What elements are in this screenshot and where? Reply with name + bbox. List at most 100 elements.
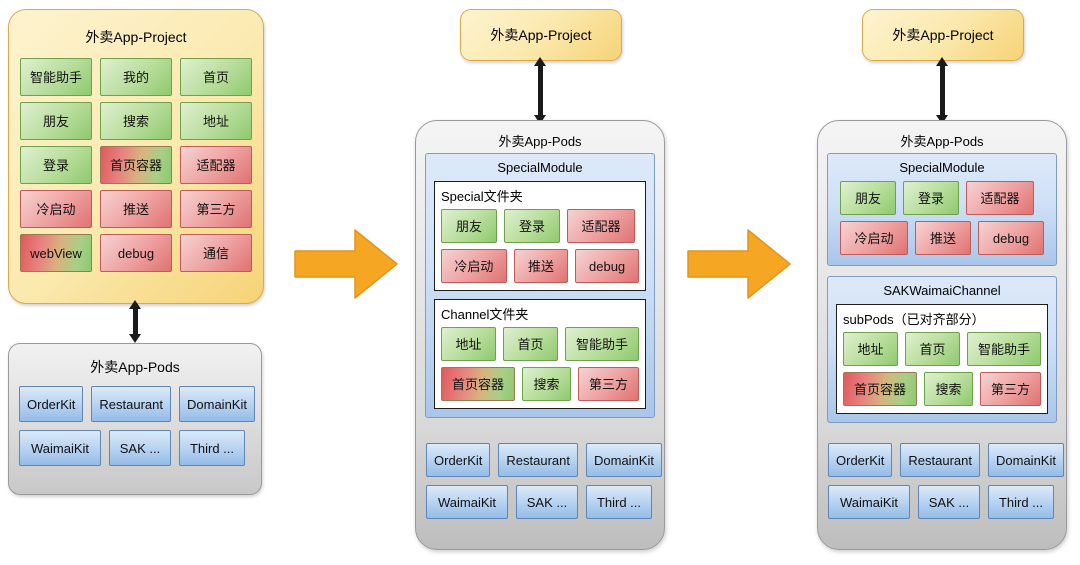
stage1-connector-arrow-down (129, 334, 141, 343)
module-tile: debug (575, 249, 640, 283)
module-tile: 搜索 (924, 372, 973, 406)
stage3-folder-tile-row: 地址首页智能助手 (843, 332, 1041, 366)
pod-tile: DomainKit (179, 386, 255, 422)
stage3-module-title: SAKWaimaiChannel (883, 283, 1001, 298)
stage3-module: SAKWaimaiChannel subPods（已对齐部分） 地址首页智能助手首页… (827, 276, 1057, 423)
pod-tile: WaimaiKit (19, 430, 101, 466)
stage2-project-pill: 外卖App-Project (460, 9, 622, 61)
stage3-folder-title: subPods（已对齐部分） (843, 312, 985, 327)
stage3-module-tile-row: 朋友登录适配器 (840, 181, 1044, 215)
module-tile: 朋友 (840, 181, 896, 215)
pod-tile: Third ... (179, 430, 245, 466)
project-tile: 适配器 (180, 146, 252, 184)
stage2-folder-tile-row: 地址首页智能助手 (441, 327, 639, 361)
stage3-connector-arrow-down (936, 115, 948, 124)
stage2-folder: Channel文件夹地址首页智能助手首页容器搜索第三方 (434, 299, 646, 409)
project-tile: debug (100, 234, 172, 272)
project-tile: 首页 (180, 58, 252, 96)
project-tile: 地址 (180, 102, 252, 140)
stage3-module-title: SpecialModule (899, 160, 985, 175)
module-tile: 推送 (915, 221, 971, 255)
stage-arrow-1 (293, 225, 399, 303)
stage3-project-pill: 外卖App-Project (862, 9, 1024, 61)
pod-tile: DomainKit (586, 443, 662, 477)
stage3-folder: subPods（已对齐部分） 地址首页智能助手首页容器搜索第三方 (836, 304, 1048, 414)
module-tile: 冷启动 (840, 221, 908, 255)
project-tile: 第三方 (180, 190, 252, 228)
stage3-folder-tile-row: 首页容器搜索第三方 (843, 372, 1041, 406)
project-tile: 推送 (100, 190, 172, 228)
stage2-folder-tile-row: 首页容器搜索第三方 (441, 367, 639, 401)
stage2-project-title: 外卖App-Project (490, 27, 592, 43)
pod-tile: DomainKit (988, 443, 1064, 477)
module-tile: 第三方 (577, 367, 639, 401)
module-tile: 第三方 (979, 372, 1041, 406)
module-tile: 地址 (441, 327, 496, 361)
stage1-connector-arrow-up (129, 300, 141, 309)
pod-tile: Restaurant (91, 386, 171, 422)
pod-tile: Third ... (988, 485, 1054, 519)
module-tile: 首页容器 (441, 367, 516, 401)
pod-tile: OrderKit (426, 443, 491, 477)
project-tile: 通信 (180, 234, 252, 272)
module-tile: 智能助手 (564, 327, 639, 361)
pod-tile: OrderKit (828, 443, 893, 477)
stage1-project-title: 外卖App-Project (85, 29, 187, 45)
stage2-connector-arrow-up (534, 57, 546, 66)
module-tile: 朋友 (441, 209, 497, 243)
stage3-project-title: 外卖App-Project (892, 27, 994, 43)
stage2-connector-line (538, 61, 543, 119)
stage2-module-title: SpecialModule (497, 160, 583, 175)
stage3-connector-line (940, 61, 945, 119)
stage2-folder-title: Channel文件夹 (441, 307, 529, 322)
stage3-pods-title: 外卖App-Pods (900, 134, 984, 149)
stage-arrow-2 (686, 225, 792, 303)
stage2-pods-phone: 外卖App-Pods SpecialModule Special文件夹朋友登录适… (415, 120, 665, 550)
project-tile: 我的 (100, 58, 172, 96)
pod-tile: Third ... (586, 485, 652, 519)
module-tile: 适配器 (966, 181, 1034, 215)
project-tile: webView (20, 234, 92, 272)
project-tile: 智能助手 (20, 58, 92, 96)
module-tile: 首页容器 (843, 372, 918, 406)
project-tile: 首页容器 (100, 146, 172, 184)
stage1-project-card: 外卖App-Project 智能助手我的首页朋友搜索地址登录首页容器适配器冷启动… (8, 9, 264, 304)
pod-tile: Restaurant (498, 443, 578, 477)
module-tile: 推送 (513, 249, 569, 283)
module-tile: 智能助手 (966, 332, 1041, 366)
project-tile: 登录 (20, 146, 92, 184)
pod-tile: Restaurant (900, 443, 980, 477)
module-tile: 首页 (502, 327, 558, 361)
stage1-connector-line (133, 304, 138, 338)
stage3-connector-arrow-up (936, 57, 948, 66)
stage2-connector-arrow-down (534, 115, 546, 124)
pod-tile: WaimaiKit (426, 485, 508, 519)
pod-tile: SAK ... (516, 485, 578, 519)
stage2-pods-title: 外卖App-Pods (498, 134, 582, 149)
module-tile: 登录 (903, 181, 959, 215)
pod-tile: SAK ... (918, 485, 980, 519)
project-tile: 冷启动 (20, 190, 92, 228)
pod-tile: WaimaiKit (828, 485, 910, 519)
pod-tile: SAK ... (109, 430, 171, 466)
stage1-pods-title: 外卖App-Pods (90, 359, 180, 375)
module-tile: 适配器 (567, 209, 635, 243)
